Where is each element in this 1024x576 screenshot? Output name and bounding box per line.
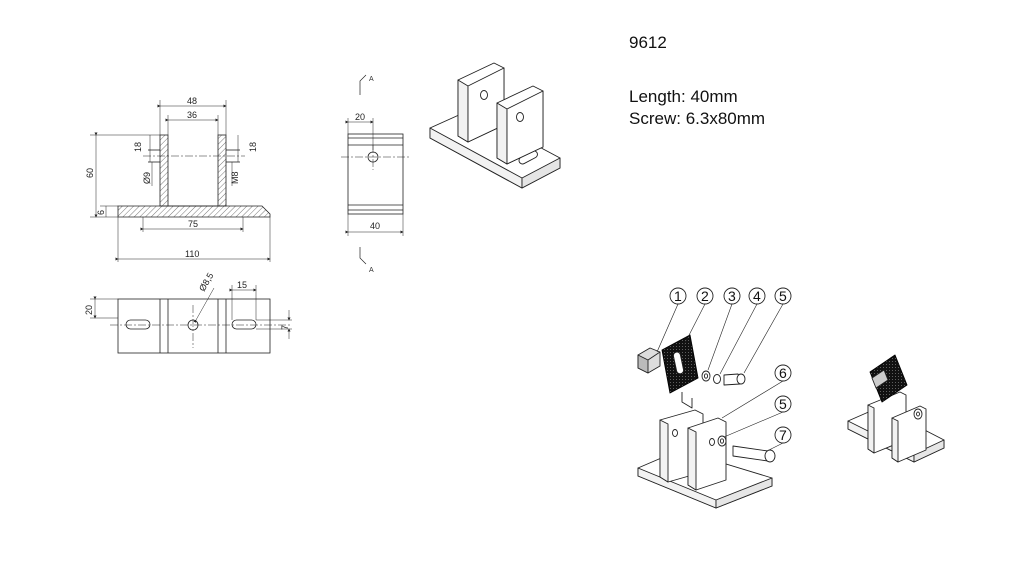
dim-7: 7 <box>280 325 290 330</box>
dim-110: 110 <box>185 249 199 259</box>
length-label: Length: <box>629 87 686 106</box>
screw-spec: Screw: 6.3x80mm <box>629 109 765 129</box>
callout-2: 2 <box>701 288 709 304</box>
section-mark-bottom: A <box>369 267 374 274</box>
dim-dia-9: Ø9 <box>142 172 152 184</box>
screw-value: 6.3x80mm <box>685 109 766 128</box>
front-view <box>90 100 271 262</box>
dim-dia-8-5: Ø8,5 <box>197 271 215 293</box>
dim-48: 48 <box>187 96 197 106</box>
callout-6: 6 <box>779 365 787 381</box>
part-number: 9612 <box>629 33 667 52</box>
dim-15: 15 <box>237 280 247 290</box>
dim-6: 6 <box>96 210 106 215</box>
callout-4: 4 <box>753 288 761 304</box>
front-left-wall <box>159 134 169 207</box>
dim-20-side: 20 <box>355 112 365 122</box>
side-view <box>341 74 410 265</box>
callout-5: 5 <box>779 288 787 304</box>
callout-5-lower: 5 <box>779 396 787 412</box>
front-right-wall <box>217 134 227 207</box>
top-slot-right <box>231 319 257 330</box>
callout-3: 3 <box>728 288 736 304</box>
dim-36: 36 <box>187 110 197 120</box>
dim-20-top: 20 <box>84 305 94 315</box>
dim-18-right: 18 <box>248 142 258 152</box>
isometric-view <box>429 62 561 189</box>
top-view <box>90 285 292 354</box>
exploded-view <box>637 287 792 509</box>
front-base-plate <box>117 205 271 218</box>
dim-18-left: 18 <box>133 142 143 152</box>
section-mark-top: A <box>369 76 374 83</box>
screw-label: Screw: <box>629 109 681 128</box>
length-spec: Length: 40mm <box>629 87 738 107</box>
top-outline <box>117 298 271 354</box>
dim-75: 75 <box>188 219 198 229</box>
top-slot-left <box>125 319 151 330</box>
side-outline <box>347 133 404 215</box>
dim-40-side: 40 <box>370 221 380 231</box>
callout-1: 1 <box>674 288 682 304</box>
callout-7: 7 <box>779 427 787 443</box>
dim-60: 60 <box>85 168 95 178</box>
dim-m8: M8 <box>230 171 240 184</box>
assembled-view <box>847 354 945 463</box>
length-value: 40mm <box>690 87 738 106</box>
